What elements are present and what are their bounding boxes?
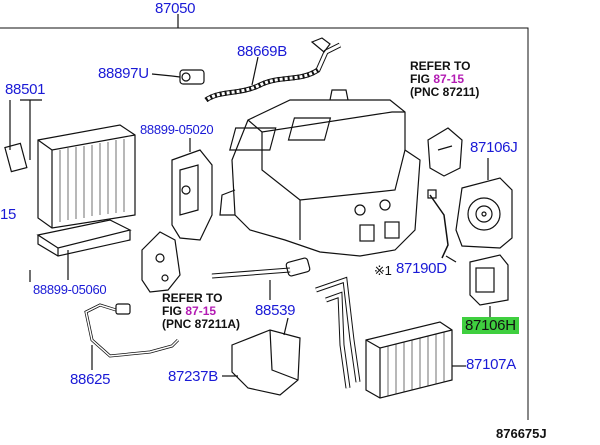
ref-note-middle: REFER TO FIG 87-15 (PNC 87211A) [162, 291, 241, 331]
label-87050[interactable]: 87050 [155, 0, 196, 17]
sensor-drawing [171, 149, 213, 241]
label-88897u[interactable]: 88897U [98, 65, 149, 82]
label-88899-05020[interactable]: 88899-05020 [140, 122, 214, 137]
drain-hose-drawing [211, 257, 311, 279]
label-88625[interactable]: 88625 [70, 371, 111, 388]
label-partial-15[interactable]: 15 [0, 206, 17, 223]
label-88899-05060[interactable]: 88899-05060 [33, 282, 107, 297]
heater-core-drawing [315, 276, 453, 399]
label-87190d[interactable]: 87190D [396, 260, 447, 277]
valve-drawing [171, 69, 205, 85]
damper-drawing [427, 189, 449, 259]
highlighted-part-number: 87106H [462, 317, 519, 334]
hose-drawing [204, 37, 342, 103]
figure-id: 876675J [496, 426, 547, 441]
fig-link[interactable]: 87-15 [185, 304, 217, 318]
label-87237b[interactable]: 87237B [168, 368, 218, 385]
tube-drawing [84, 303, 180, 358]
label-88669b[interactable]: 88669B [237, 43, 287, 60]
evaporator-drawing [4, 124, 136, 229]
frame [0, 27, 529, 420]
blower-motor-drawing [455, 177, 513, 249]
fig-link[interactable]: 87-15 [433, 72, 465, 86]
ref-note-top-right: REFER TO FIG 87-15 (PNC 87211) [410, 59, 480, 99]
resistor-drawing [469, 254, 509, 306]
heater-unit-drawing [219, 89, 421, 257]
bracket-drawing [141, 231, 181, 293]
seal-drawing [36, 219, 132, 257]
label-88539[interactable]: 88539 [255, 302, 296, 319]
cover-drawing [427, 127, 463, 177]
label-87107a[interactable]: 87107A [466, 356, 516, 373]
label-88501[interactable]: 88501 [5, 81, 46, 98]
duct-drawing [231, 317, 301, 396]
label-87106j[interactable]: 87106J [470, 139, 518, 156]
note-mark: ※1 [374, 263, 392, 278]
label-87106h[interactable]: 87106H [462, 317, 519, 334]
